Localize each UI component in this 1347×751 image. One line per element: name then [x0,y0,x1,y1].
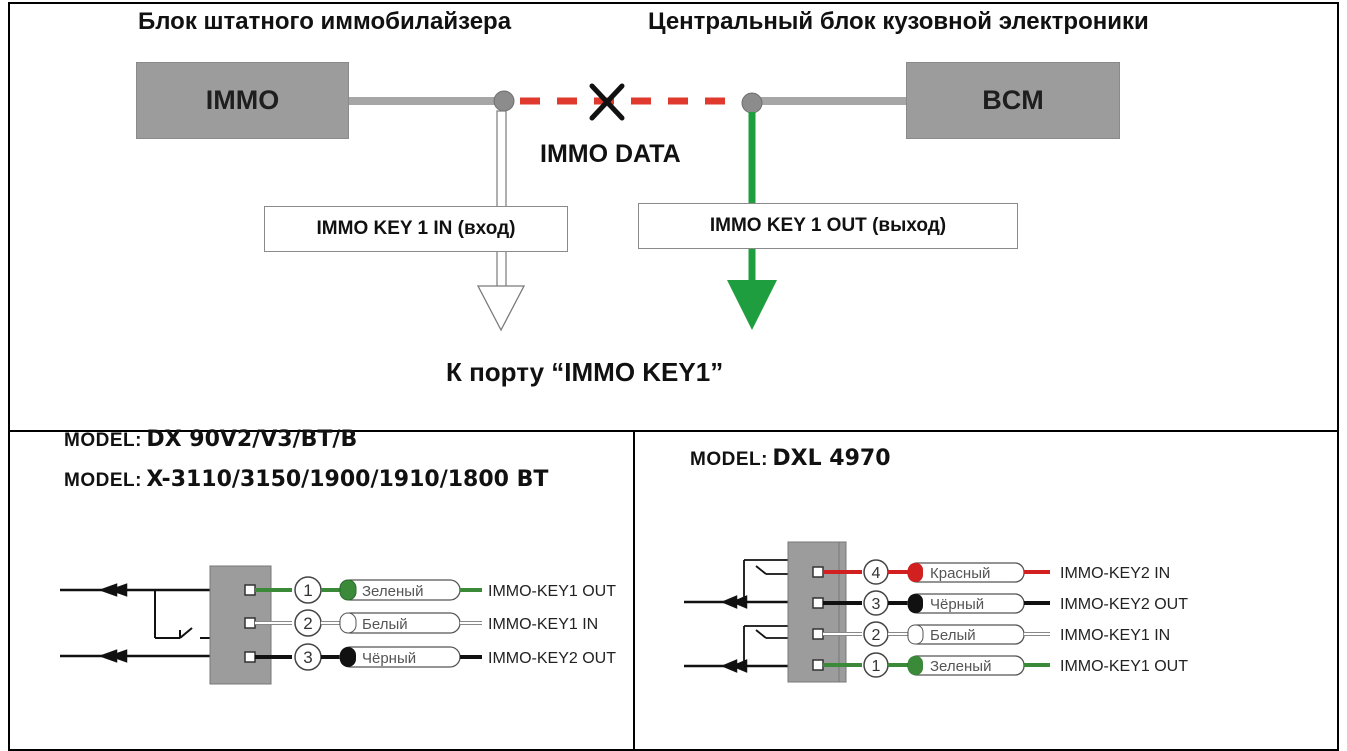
model-prefix: MODEL: [64,470,142,491]
key-out-arrow-icon [727,280,777,330]
immo-key-out-label: IMMO KEY 1 OUT (выход) [638,203,1018,249]
pin-row-1: 1 Зеленый IMMO-KEY1 OUT [823,652,1188,678]
cut-x-icon [589,83,625,121]
pin-row-2: 2 Белый IMMO-KEY1 IN [823,621,1170,647]
bcm-unit-title: Центральный блок кузовной электроники [648,8,1149,35]
immo-unit-title: Блок штатного иммобилайзера [138,8,512,35]
svg-text:2: 2 [872,627,881,644]
model-prefix: MODEL: [690,449,768,470]
svg-text:Белый: Белый [930,627,976,644]
svg-text:Чёрный: Чёрный [930,596,984,613]
right-model-panel [633,430,1339,751]
svg-text:3: 3 [872,596,881,613]
bcm-junction-dot [741,92,763,114]
svg-text:IMMO-KEY1 IN: IMMO-KEY1 IN [1060,627,1170,644]
svg-text:IMMO-KEY1 OUT: IMMO-KEY1 OUT [488,583,616,600]
pin-row-3: 3 Чёрный IMMO-KEY2 OUT [823,590,1188,616]
model-line-1: MODEL: DX 90V2/V3/BT/B [64,427,357,452]
svg-text:IMMO-KEY2 OUT: IMMO-KEY2 OUT [1060,596,1188,613]
svg-text:IMMO-KEY2 OUT: IMMO-KEY2 OUT [488,650,616,667]
immo-junction-dot [493,90,515,112]
immo-data-label: IMMO DATA [540,140,681,168]
bcm-box: BCM [906,62,1120,139]
svg-text:Белый: Белый [362,616,408,633]
svg-text:IMMO-KEY1 OUT: IMMO-KEY1 OUT [1060,658,1188,675]
model-name: DXL 4970 [772,446,891,471]
pin-row-3: 3 Чёрный IMMO-KEY2 OUT [255,643,616,671]
svg-text:4: 4 [872,565,881,582]
model-line-2: MODEL: X-3110/3150/1900/1910/1800 BT [64,467,548,492]
svg-text:1: 1 [303,581,312,600]
model-prefix: MODEL: [64,430,142,451]
left-connector-svg: 1 Зеленый IMMO-KEY1 OUT 2 Белый IMMO-KEY… [60,565,616,685]
pin-row-4: 4 Красный IMMO-KEY2 IN [823,559,1170,585]
svg-text:3: 3 [303,648,312,667]
key-in-arrow-icon [476,285,526,332]
top-wiring-svg [348,83,908,332]
svg-text:Чёрный: Чёрный [362,650,416,667]
key-in-white-wire [496,110,507,288]
svg-text:IMMO-KEY2 IN: IMMO-KEY2 IN [1060,565,1170,582]
svg-text:Зеленый: Зеленый [362,583,423,600]
pin-row-1: 1 Зеленый IMMO-KEY1 OUT [255,576,616,604]
right-connector-svg: 4 Красный IMMO-KEY2 IN 3 Чёрный IMMO-KEY… [684,541,1188,683]
svg-text:Красный: Красный [930,565,990,582]
model-name: X-3110/3150/1900/1910/1800 BT [146,467,549,492]
pin-row-2: 2 Белый IMMO-KEY1 IN [255,609,598,637]
model-name: DX 90V2/V3/BT/B [146,427,358,452]
immo-key1-port-label: К порту “IMMO KEY1” [446,357,724,387]
svg-text:Зеленый: Зеленый [930,658,991,675]
immo-box: IMMO [136,62,349,139]
svg-text:1: 1 [872,658,881,675]
immo-key-in-label: IMMO KEY 1 IN (вход) [264,206,568,252]
svg-text:2: 2 [303,614,312,633]
connector-body [787,541,847,683]
svg-text:IMMO-KEY1 IN: IMMO-KEY1 IN [488,616,598,633]
model-line-dxl: MODEL: DXL 4970 [690,446,891,471]
